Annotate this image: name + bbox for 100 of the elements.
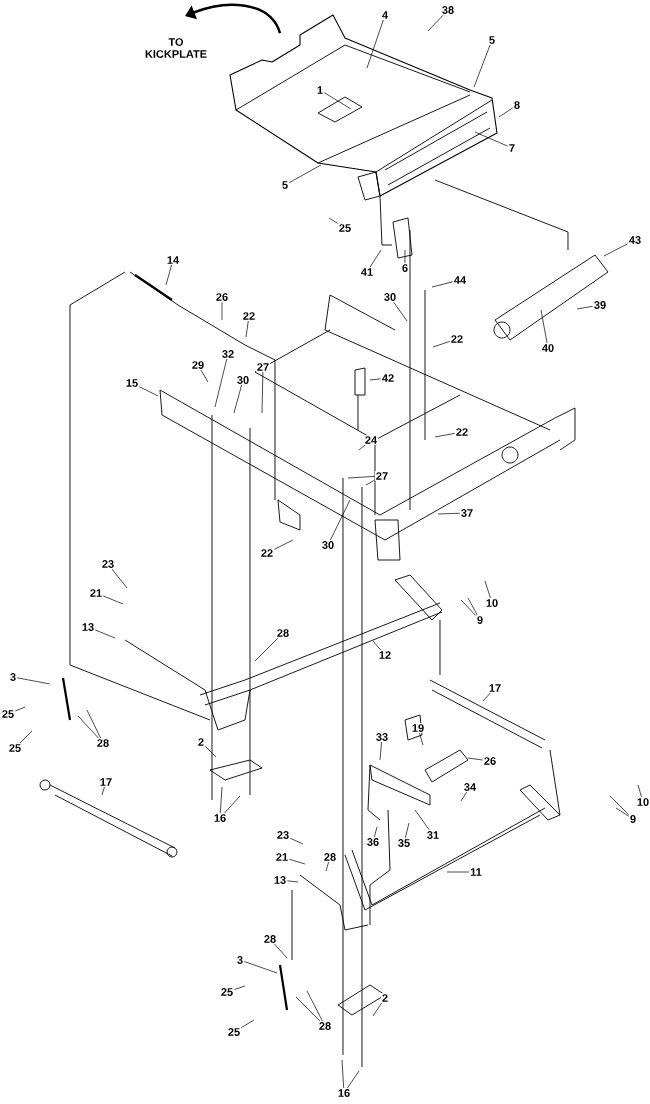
- leader-line: [165, 264, 172, 286]
- leader-line: [200, 369, 209, 383]
- callout-number: 29: [190, 360, 206, 370]
- callout-number: 26: [482, 756, 498, 766]
- callout-number: 13: [80, 622, 96, 632]
- leader-line: [446, 871, 470, 873]
- callout-number: 39: [592, 300, 608, 310]
- leader-line: [295, 996, 321, 1022]
- leader-line: [233, 384, 242, 414]
- leader-line: [111, 568, 128, 589]
- leader-line: [289, 837, 304, 845]
- leader-line: [214, 358, 228, 408]
- leader-line: [245, 320, 249, 338]
- leader-line: [460, 791, 468, 802]
- callout-number: 11: [469, 867, 483, 877]
- callout-number: 31: [425, 830, 441, 840]
- leader-line: [221, 301, 223, 321]
- leader-line: [498, 107, 514, 118]
- leader-line: [243, 961, 278, 974]
- leader-line: [220, 786, 223, 814]
- leader-line: [434, 433, 456, 438]
- callout-number: 30: [235, 375, 251, 385]
- leader-line: [328, 217, 339, 224]
- leader-line: [365, 479, 376, 486]
- callout-number: 9: [475, 615, 485, 625]
- callout-number: 42: [380, 373, 396, 383]
- callout-number: 25: [219, 987, 235, 997]
- callout-number: 15: [124, 378, 140, 388]
- leader-line: [233, 985, 246, 990]
- leader-line: [374, 826, 378, 838]
- leader-line: [306, 990, 323, 1022]
- leader-line: [102, 595, 124, 605]
- callout-number: 22: [241, 311, 257, 321]
- callout-number: 13: [272, 875, 288, 885]
- leader-line: [323, 92, 352, 110]
- callout-number: 22: [449, 334, 465, 344]
- leader-line: [330, 499, 351, 541]
- callout-number: 28: [95, 738, 111, 748]
- leader-line: [474, 131, 509, 147]
- leader-line: [14, 706, 26, 712]
- leader-line: [404, 249, 406, 264]
- note-text: TO KICKPLATE: [145, 38, 207, 58]
- leader-line: [369, 378, 382, 381]
- callout-number: 26: [214, 292, 230, 302]
- callout-number: 21: [274, 852, 290, 862]
- leader-line: [138, 386, 159, 397]
- callout-number: 3: [235, 955, 245, 965]
- leader-line: [273, 539, 294, 550]
- callout-number: 2: [196, 737, 206, 747]
- callout-number: 34: [462, 782, 478, 792]
- leader-line: [637, 784, 642, 798]
- leader-line: [94, 629, 116, 639]
- callout-number: 27: [374, 471, 390, 481]
- callout-number: 21: [88, 588, 104, 598]
- callout-number: 4: [380, 10, 390, 20]
- leader-line: [540, 309, 548, 344]
- callout-number: 6: [400, 263, 410, 273]
- leader-line: [286, 880, 299, 883]
- leader-line: [347, 476, 376, 479]
- callout-number: 2: [380, 993, 390, 1003]
- leader-line: [482, 692, 491, 702]
- callout-number: 9: [628, 814, 638, 824]
- leader-line: [341, 1059, 345, 1089]
- callout-number: 33: [374, 732, 390, 742]
- leader-line: [467, 757, 484, 761]
- leader-line: [473, 44, 491, 88]
- leader-line: [576, 305, 594, 310]
- leader-line: [484, 580, 491, 599]
- leader-line: [254, 637, 279, 662]
- leader-line: [603, 243, 629, 257]
- leader-line: [369, 249, 382, 268]
- callout-number: 5: [280, 180, 290, 190]
- leader-line: [288, 164, 322, 183]
- leader-line: [274, 943, 288, 959]
- callout-number: 17: [487, 683, 503, 693]
- leader-line: [379, 741, 382, 761]
- callout-number: 25: [0, 709, 16, 719]
- callout-number: 40: [540, 343, 556, 353]
- callout-number: 16: [212, 813, 228, 823]
- leader-line: [609, 795, 630, 816]
- callout-number: 35: [396, 838, 412, 848]
- callout-number: 7: [507, 143, 517, 153]
- leader-line: [288, 858, 306, 865]
- callout-number: 25: [226, 1027, 242, 1037]
- leader-line: [615, 807, 630, 817]
- callout-number: 3: [8, 672, 18, 682]
- callout-number: 19: [410, 723, 426, 733]
- callout-number: 25: [7, 743, 23, 753]
- callout-number: 41: [359, 267, 375, 277]
- callout-number: 22: [454, 427, 470, 437]
- leader-line: [77, 715, 99, 739]
- leader-line: [467, 597, 478, 616]
- leader-line: [431, 281, 454, 288]
- callout-number: 8: [512, 100, 522, 110]
- leader-line: [325, 861, 329, 872]
- callout-number: 17: [98, 777, 114, 787]
- callout-number: 36: [365, 837, 381, 847]
- callout-number: 28: [322, 852, 338, 862]
- callout-number: 10: [484, 598, 500, 608]
- leader-line: [240, 1019, 255, 1028]
